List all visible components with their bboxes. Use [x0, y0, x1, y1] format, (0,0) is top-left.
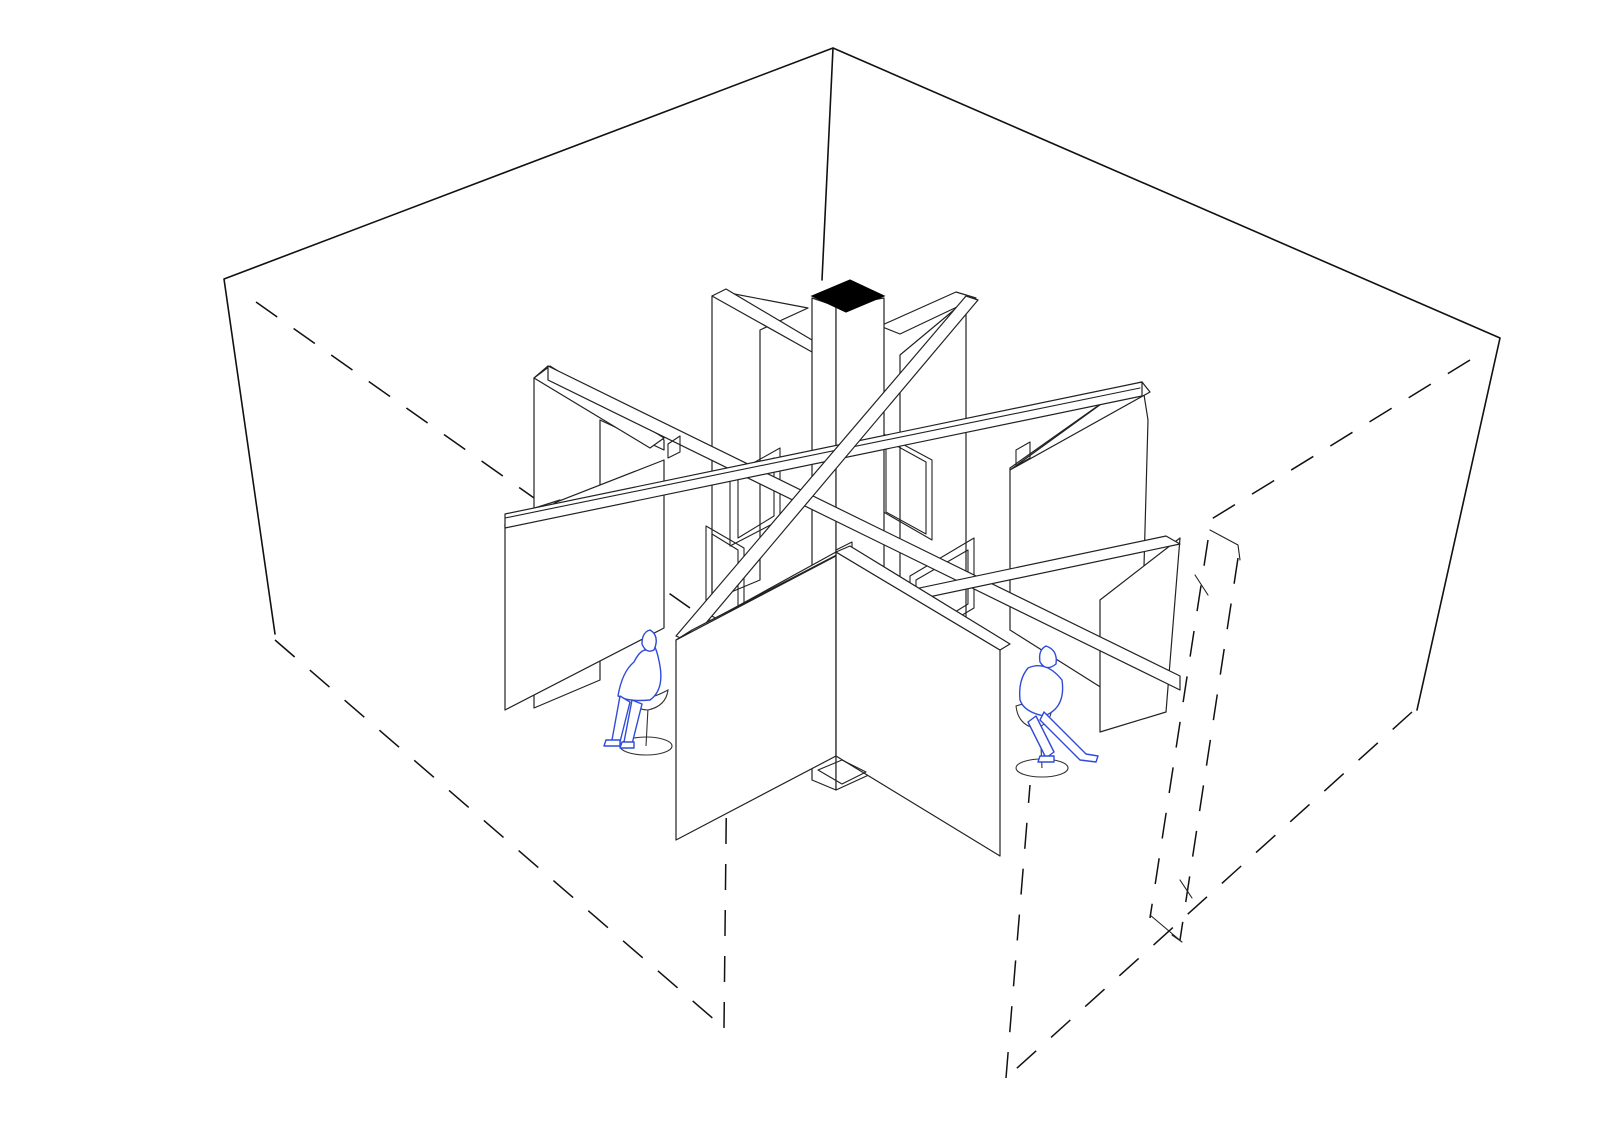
cross-beams [504, 295, 1181, 691]
room-outline [223, 47, 1501, 711]
column-top [810, 279, 886, 313]
partition-walls-back [504, 288, 1181, 733]
partition-walls-front [675, 545, 1011, 857]
seated-person-left [603, 629, 673, 756]
seated-person-right [1015, 645, 1099, 778]
